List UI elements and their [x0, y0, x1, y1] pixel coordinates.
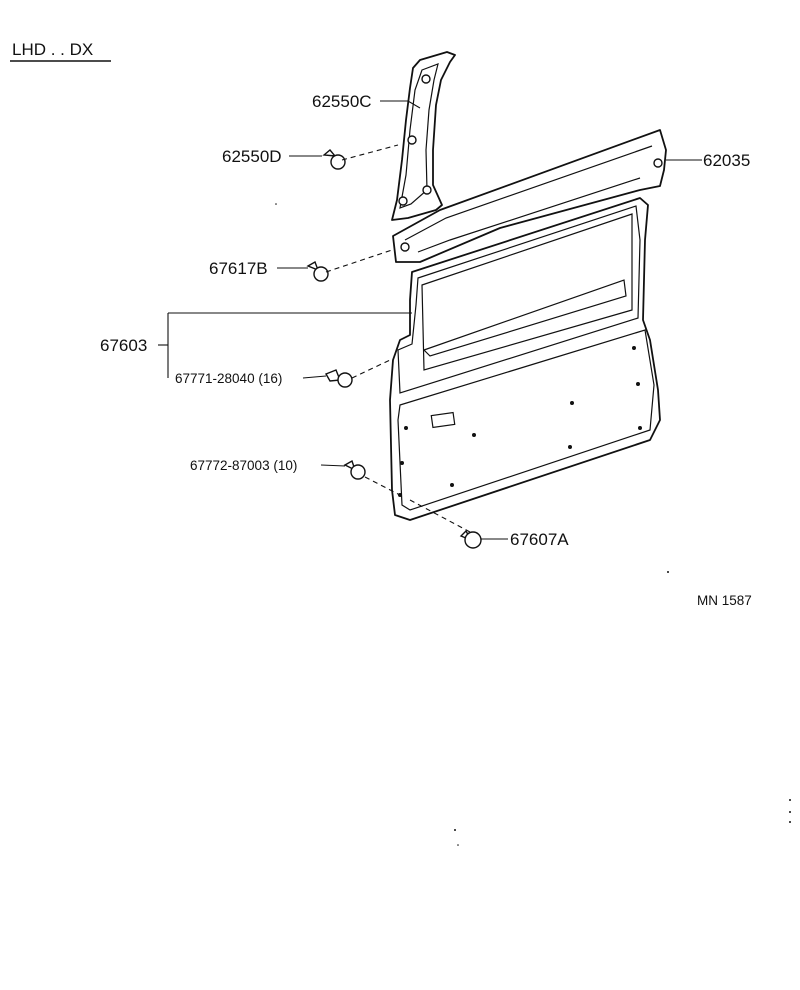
label-67607a: 67607A — [510, 530, 569, 549]
label-62550d: 62550D — [222, 147, 282, 166]
trim-hole — [400, 242, 410, 252]
pillar-hole — [398, 196, 408, 206]
label-67771: 67771-28040 (16) — [175, 371, 282, 386]
clip-67772 — [343, 459, 366, 480]
pillar-hole — [407, 135, 417, 145]
label-67772: 67772-87003 (10) — [190, 458, 297, 473]
drawing-code: MN 1587 — [697, 593, 752, 608]
label-67617b: 67617B — [209, 259, 268, 278]
label-62550c: 62550C — [312, 92, 372, 111]
clip-67617b — [306, 260, 329, 282]
roof-trim-62035 — [392, 129, 667, 263]
label-67603: 67603 — [100, 336, 147, 355]
clip-67607a — [459, 529, 482, 549]
trim-hole — [653, 158, 663, 168]
diagram-title: LHD . . DX — [12, 40, 93, 59]
clip-67771 — [324, 369, 353, 388]
pillar-hole — [421, 74, 431, 84]
clip-62550d — [322, 149, 346, 170]
door-trim-board-67603 — [389, 197, 661, 521]
pillar-garnish-62550c — [391, 51, 456, 221]
pillar-hole — [422, 185, 432, 195]
label-62035: 62035 — [703, 151, 750, 170]
